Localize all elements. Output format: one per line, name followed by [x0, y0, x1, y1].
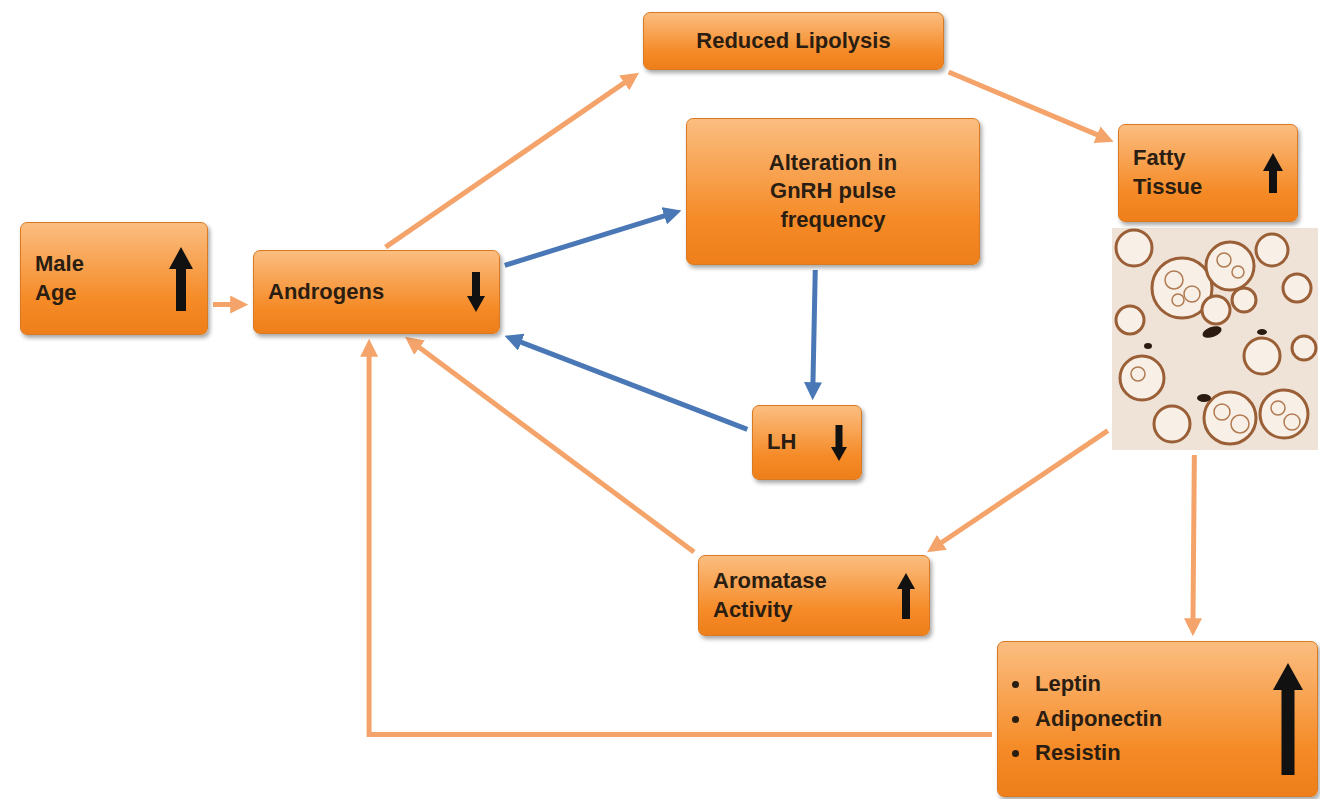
- flow-arrow: [940, 431, 1107, 544]
- node-label: Androgens: [268, 278, 384, 307]
- node-label: Reduced Lipolysis: [696, 27, 890, 56]
- feedback-arrow: [505, 215, 666, 265]
- trend-arrow-shape: [169, 247, 193, 311]
- trend-arrow: [1263, 153, 1283, 193]
- feedback-arrow: [813, 270, 815, 384]
- node-label: LH: [767, 428, 796, 457]
- node-label: Male Age: [35, 250, 84, 307]
- process-box: Aromatase Activity: [698, 555, 930, 636]
- trend-arrow-shape: [1263, 153, 1283, 193]
- flow-arrow: [418, 347, 694, 552]
- bullet-dot: [1012, 750, 1019, 757]
- text-group: Male Age: [35, 250, 84, 307]
- flow-arrow: [386, 82, 626, 247]
- bullet-row: Resistin: [1012, 739, 1121, 768]
- process-box: Fatty Tissue: [1118, 124, 1298, 222]
- inner-droplets: [1131, 253, 1300, 433]
- hormone-name: Adiponectin: [1035, 705, 1162, 734]
- text-group: Alteration in GnRH pulse frequency: [753, 149, 913, 235]
- micrograph-ground: [1112, 228, 1318, 450]
- text-group: Reduced Lipolysis: [696, 27, 890, 56]
- flow-arrow: [213, 302, 232, 307]
- trend-arrow: [169, 247, 193, 311]
- trend-arrow: [467, 272, 485, 312]
- trend-arrow: [1273, 663, 1303, 775]
- text-group: LeptinAdiponectinResistin: [1012, 667, 1162, 771]
- node-label: Alteration in GnRH pulse frequency: [753, 149, 913, 235]
- process-box: Androgens: [253, 250, 500, 334]
- text-group: Fatty Tissue: [1133, 144, 1202, 201]
- hormone-name: Resistin: [1035, 739, 1121, 768]
- feedback-arrow: [520, 342, 748, 430]
- text-group: Androgens: [268, 278, 384, 307]
- flow-arrow: [369, 355, 992, 735]
- node-label: Fatty Tissue: [1133, 144, 1202, 201]
- process-box: Reduced Lipolysis: [643, 12, 944, 70]
- bullet-row: Adiponectin: [1012, 705, 1162, 734]
- text-group: Aromatase Activity: [713, 567, 827, 624]
- tissue-micrograph: [1112, 228, 1318, 450]
- bullet-dot: [1012, 681, 1019, 688]
- trend-arrow-shape: [897, 573, 915, 619]
- trend-arrow-shape: [467, 272, 485, 312]
- trend-arrow-shape: [1273, 663, 1303, 775]
- trend-arrow: [831, 425, 847, 461]
- process-box: Male Age: [20, 222, 208, 335]
- process-box: Alteration in GnRH pulse frequency: [686, 118, 980, 265]
- node-label: Aromatase Activity: [713, 567, 827, 624]
- bullet-dot: [1012, 716, 1019, 723]
- fat-cells: [1116, 230, 1316, 444]
- hormone-box: LeptinAdiponectinResistin: [997, 641, 1318, 797]
- dark-nuclei: [1144, 324, 1267, 402]
- process-box: LH: [752, 405, 862, 480]
- trend-arrow-shape: [831, 425, 847, 461]
- hormone-name: Leptin: [1035, 670, 1101, 699]
- text-group: LH: [767, 428, 796, 457]
- bullet-row: Leptin: [1012, 670, 1101, 699]
- trend-arrow: [897, 573, 915, 619]
- flow-arrow: [1193, 455, 1194, 620]
